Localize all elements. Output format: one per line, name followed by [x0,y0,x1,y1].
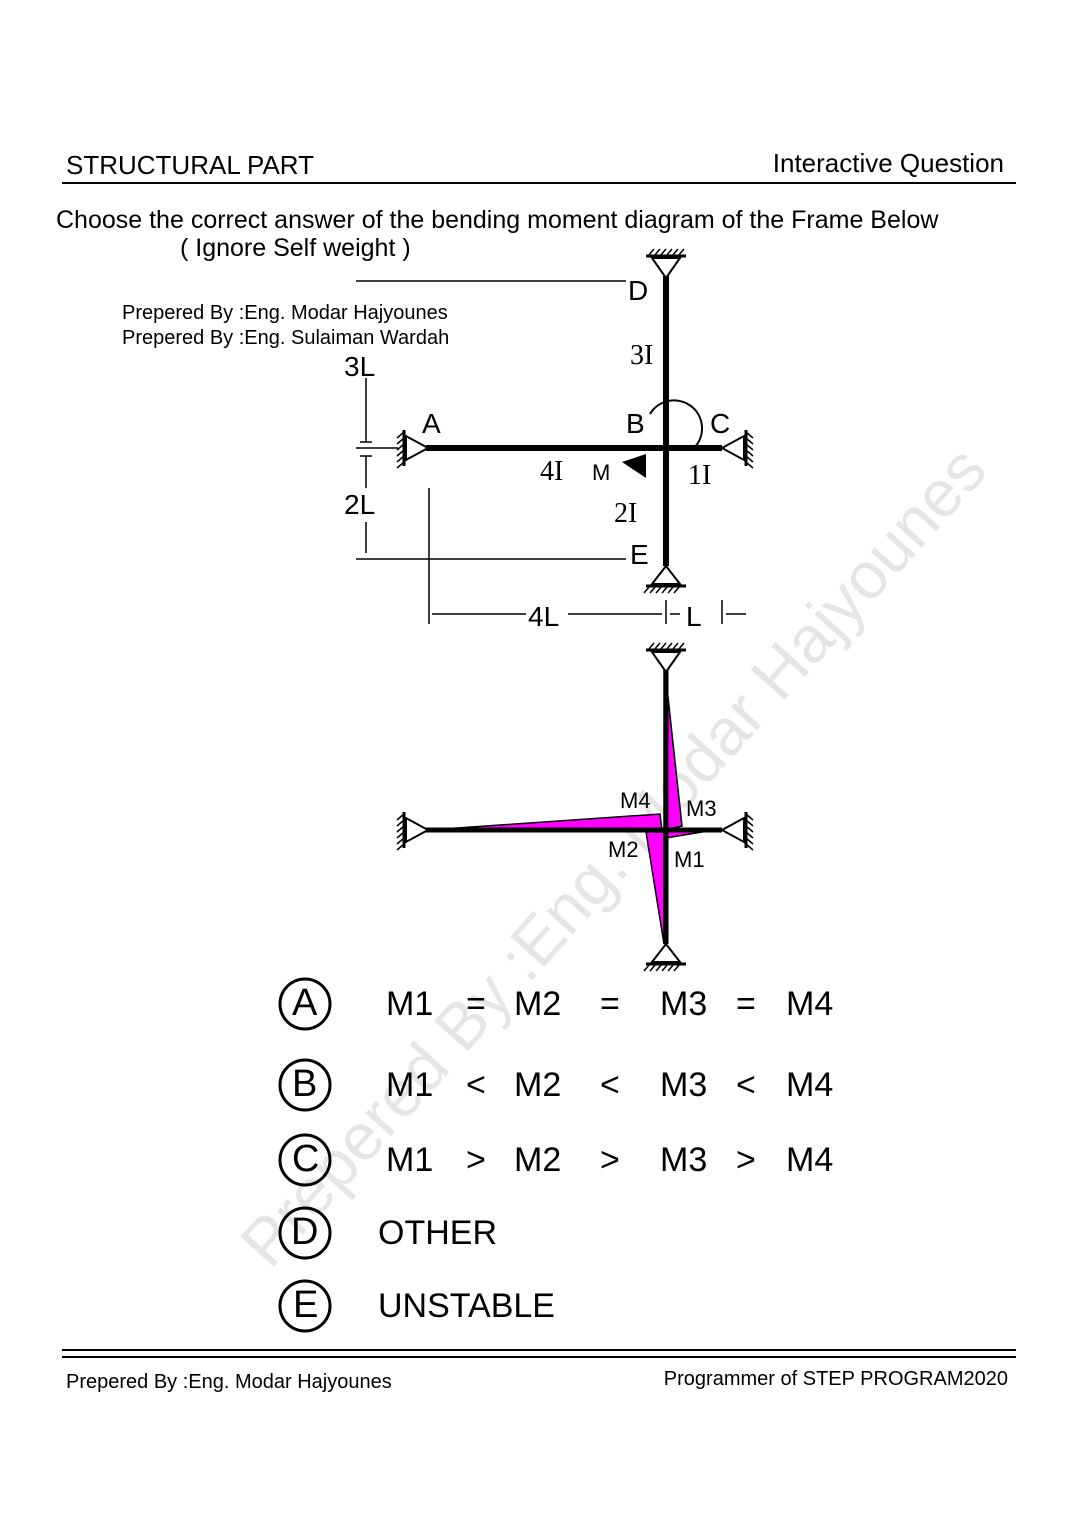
option-a-term: M1 [386,985,434,1023]
option-a-op: = [736,985,756,1023]
stiffness-bd: 3I [630,340,653,371]
header-divider [62,182,1016,184]
node-label-a: A [422,408,441,439]
credit-line-2: Prepered By :Eng. Sulaiman Wardah [122,327,450,349]
dim-upper: 3L [344,351,375,382]
option-c-op: > [600,1141,620,1179]
option-b-op: < [736,1066,756,1104]
node-label-b: B [626,408,645,439]
node-label-d: D [628,275,648,306]
bmd-region-bottom [645,831,665,945]
question-type: Interactive Question [772,148,1004,178]
option-b-term: M4 [786,1066,834,1104]
footer-divider-bottom [62,1356,1016,1358]
credit-line-1: Prepered By :Eng. Modar Hajyounes [122,302,448,324]
dimension-lines [356,280,746,624]
option-b[interactable]: B M1 < M2 < M3 < M4 [278,1059,858,1113]
option-c-op: > [736,1141,756,1179]
option-d-text: OTHER [378,1214,497,1252]
option-b-op: < [466,1066,486,1104]
stiffness-bc: 1I [688,460,711,491]
bmd-label-m4: M4 [620,788,651,813]
node-label-e: E [630,539,649,570]
question-note: ( Ignore Self weight ) [180,234,411,262]
option-a-term: M4 [786,985,834,1023]
option-a-op: = [466,985,486,1023]
option-b-letter: B [292,1063,318,1105]
option-c-term: M1 [386,1141,434,1179]
option-c-term: M4 [786,1141,834,1179]
option-b-term: M2 [514,1066,562,1104]
option-e[interactable]: E UNSTABLE [278,1280,858,1334]
option-c-term: M3 [660,1141,708,1179]
dim-lower: 2L [344,489,375,520]
support-a [396,430,431,469]
dim-right-span: L [686,601,702,632]
section-title: STRUCTURAL PART [66,150,314,180]
footer-author: Prepered By :Eng. Modar Hajyounes [66,1371,392,1393]
option-d-letter: D [291,1211,319,1253]
option-a-letter: A [292,982,318,1024]
bmd-label-m3: M3 [686,796,717,821]
footer-program: Programmer of STEP PROGRAM2020 [663,1368,1008,1390]
option-a[interactable]: A M1 = M2 = M3 = M4 [278,978,858,1032]
option-a-term: M3 [660,985,708,1023]
option-c-term: M2 [514,1141,562,1179]
option-b-term: M1 [386,1066,434,1104]
dim-left-span: 4L [528,601,559,632]
stiffness-be: 2I [614,498,637,529]
option-e-text: UNSTABLE [378,1287,555,1325]
option-b-term: M3 [660,1066,708,1104]
support-c [719,430,754,469]
moment-label: M [592,460,610,485]
option-e-letter: E [293,1284,319,1326]
support-d [646,248,686,280]
option-circles [278,977,332,1333]
option-c[interactable]: C M1 > M2 > M3 > M4 [278,1134,858,1188]
option-c-op: > [466,1141,486,1179]
option-d[interactable]: D OTHER [278,1207,858,1261]
option-a-term: M2 [514,985,562,1023]
applied-moment [622,399,704,478]
bmd-diagram: M4 M3 M2 M1 [396,642,754,972]
bmd-label-m1: M1 [674,847,705,872]
node-label-c: C [710,408,730,439]
support-e [643,564,686,594]
question-text: Choose the correct answer of the bending… [56,206,939,234]
bmd-label-m2: M2 [608,837,639,862]
option-a-op: = [600,985,620,1023]
footer-divider-top [62,1349,1016,1351]
option-c-letter: C [292,1138,320,1180]
option-b-op: < [600,1066,620,1104]
stiffness-ab: 4I [540,456,563,487]
